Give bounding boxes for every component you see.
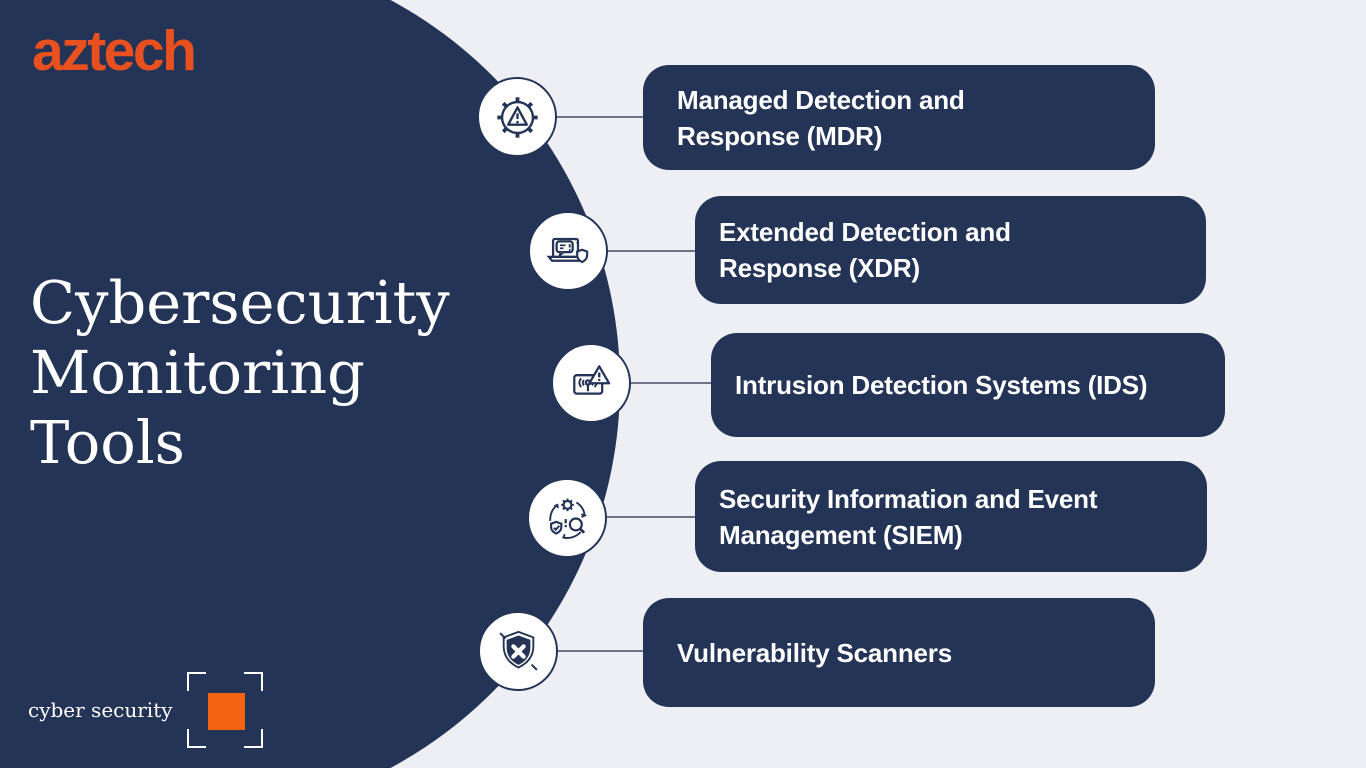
frame-corner [186,672,206,691]
viewfinder-frame-icon [186,672,263,748]
broadcast-alert-icon [563,355,620,412]
connector-line [591,382,735,384]
icon-badge-ids [551,343,631,423]
connector-line [567,516,715,518]
orange-square [207,692,245,730]
frame-corner [243,729,263,748]
connector-line [517,116,665,118]
footer-brand: cyber security [28,672,263,748]
gear-alert-icon [489,89,546,146]
item-label: Managed Detection and Response (MDR) [677,84,965,151]
item-card-xdr: Extended Detection and Response (XDR) [695,196,1206,304]
item-label: Extended Detection and Response (XDR) [719,217,1011,283]
icon-badge-xdr [528,211,608,291]
page-title: Cybersecurity Monitoring Tools [30,268,450,478]
cyber-security-label: cyber security [28,698,173,722]
frame-corner [186,729,206,748]
connector-line [568,250,715,252]
item-card-siem: Security Information and Event Managemen… [695,461,1207,572]
item-card-mdr: Managed Detection and Response (MDR) [643,65,1155,170]
icon-badge-mdr [477,77,557,157]
shield-x-icon [490,623,547,680]
siem-cycle-icon [539,490,596,547]
title-line: Monitoring [30,338,365,407]
brand-logo: aztech [32,19,197,83]
item-card-vulnerability-scanners: Vulnerability Scanners [643,598,1155,707]
item-label: Vulnerability Scanners [677,637,952,668]
icon-badge-siem [527,478,607,558]
title-line: Cybersecurity [30,268,450,337]
title-line: Tools [30,408,185,477]
icon-badge-vulnerability [478,611,558,691]
item-card-ids: Intrusion Detection Systems (IDS) [711,333,1225,437]
item-label: Intrusion Detection Systems (IDS) [735,370,1148,400]
frame-corner [243,672,263,691]
connector-line [518,650,665,652]
item-label: Security Information and Event Managemen… [719,483,1098,550]
laptop-chat-shield-icon [540,223,597,280]
